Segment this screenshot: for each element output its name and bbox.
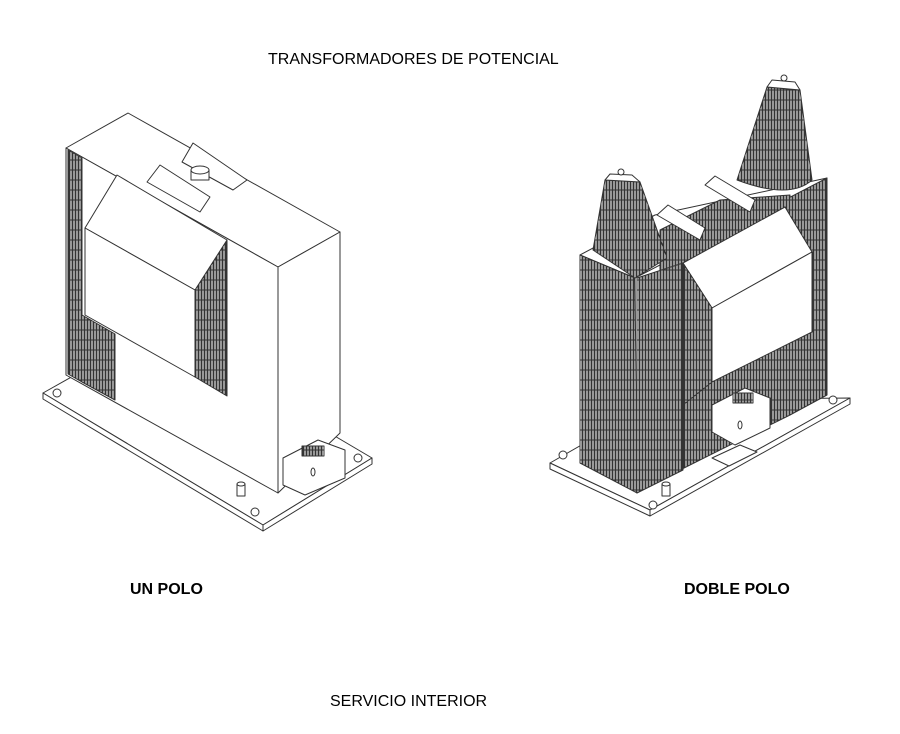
top-bar (146, 164, 211, 213)
nut-icon (661, 481, 671, 497)
left-column-side (579, 254, 638, 494)
double-pole-transformer (549, 74, 851, 517)
top-bar (656, 204, 706, 241)
single-pole-transformer (42, 112, 373, 532)
top-bar (704, 175, 756, 213)
drawing-title: TRANSFORMADORES DE POTENCIAL (268, 51, 559, 68)
single-pole-label: UN POLO (130, 581, 203, 598)
service-caption: SERVICIO INTERIOR (330, 693, 488, 710)
terminal-box (711, 387, 771, 446)
bushing-left (592, 168, 668, 279)
terminal-box (282, 439, 346, 496)
top-bar (181, 142, 248, 191)
knob-icon (190, 165, 210, 181)
double-pole-label: DOBLE POLO (684, 581, 790, 598)
core-front-panel (84, 227, 196, 378)
left-column-front (636, 262, 684, 494)
nut-icon (236, 481, 246, 497)
bushing-right (736, 74, 813, 191)
nameplate (711, 444, 758, 467)
